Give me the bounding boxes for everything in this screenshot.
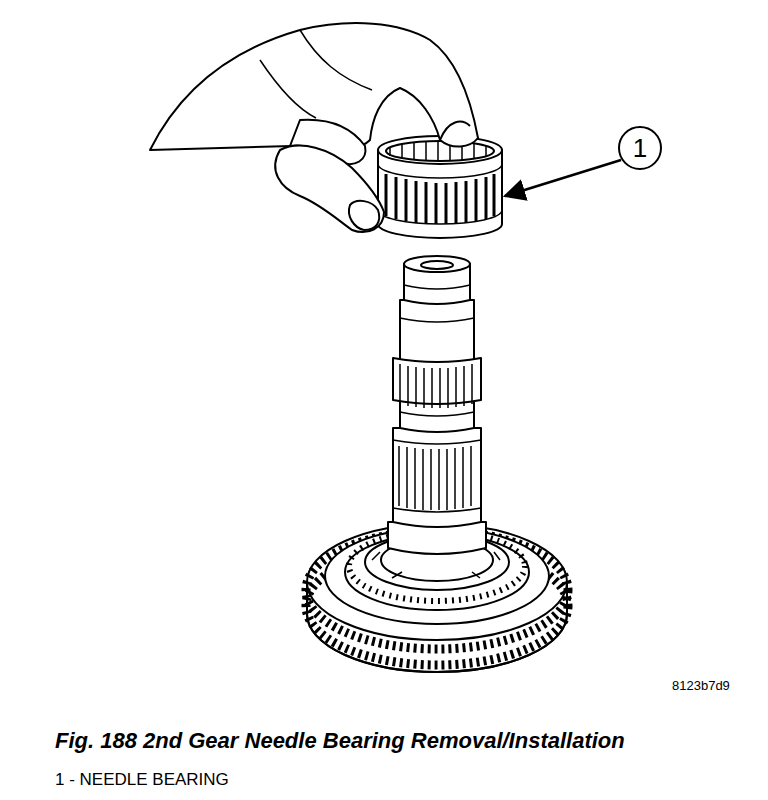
callout-circle: 1 (618, 126, 662, 170)
figure-caption: Fig. 188 2nd Gear Needle Bearing Removal… (55, 728, 625, 754)
shaft (388, 256, 486, 554)
callout-number: 1 (633, 133, 647, 164)
leader-arrow (505, 160, 621, 196)
figure-code: 8123b7d9 (672, 678, 730, 693)
legend-entry: 1 - NEEDLE BEARING (55, 770, 229, 790)
hand (150, 23, 478, 232)
needle-bearing (378, 136, 502, 238)
